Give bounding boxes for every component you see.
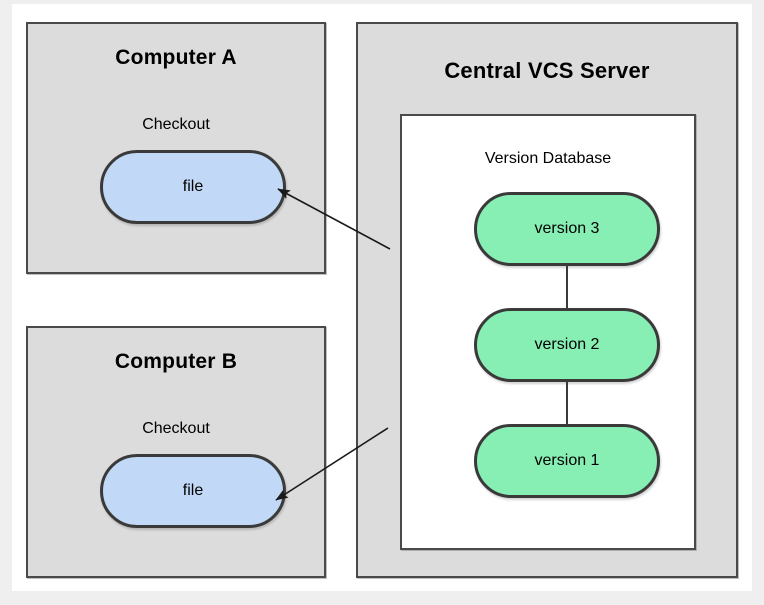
computer-b-file-node: file [100, 454, 286, 528]
computer-b-checkout-label: Checkout [142, 420, 210, 437]
panel-computer-a-title: Computer A [115, 46, 237, 69]
version-node-1: version 1 [474, 424, 660, 498]
panel-server-title: Central VCS Server [444, 58, 650, 83]
version-node-2: version 2 [474, 308, 660, 382]
panel-central-vcs-server: Central VCS Server Version Database vers… [356, 22, 738, 578]
panel-computer-b-title: Computer B [114, 350, 238, 373]
version-node-3: version 3 [474, 192, 660, 266]
connector-version3-version2 [566, 266, 568, 308]
panel-computer-a: Computer A Checkout file [26, 22, 326, 274]
computer-a-file-node: file [100, 150, 286, 224]
panel-computer-b: Computer B Checkout file [26, 326, 326, 578]
version-database-label: Version Database [484, 150, 612, 167]
computer-a-checkout-label: Checkout [142, 116, 210, 133]
connector-version2-version1 [566, 382, 568, 424]
version-database-box: Version Database version 3 version 2 ver… [400, 114, 696, 550]
diagram-canvas: Computer A Checkout file Computer B Chec… [12, 4, 752, 591]
